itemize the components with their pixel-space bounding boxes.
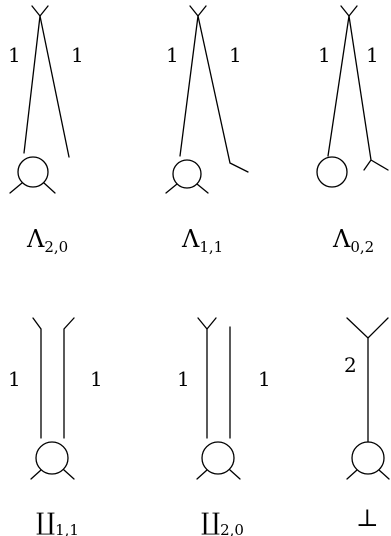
diagram-title: Λ2,0: [26, 225, 68, 256]
left-label: 1: [166, 43, 179, 67]
title-symbol: ∐: [36, 508, 55, 536]
right-label: 1: [258, 367, 271, 391]
right-strand: [197, 15, 249, 173]
diagram-title: ⊥: [356, 504, 379, 532]
right-label: 1: [229, 43, 242, 67]
right-label: 1: [71, 43, 84, 67]
circle-legs-icon: [196, 469, 241, 480]
circle-vertex-icon: [351, 441, 385, 475]
right-strand: [348, 15, 389, 171]
diagram-lambda-1-1: 1 1 Λ1,1: [165, 5, 249, 256]
circle-legs-icon: [30, 469, 75, 480]
title-symbol: ∐: [201, 508, 220, 536]
title-subscript: 2,0: [220, 521, 244, 536]
top-vertex-icon: [189, 5, 207, 18]
top-vertex-icon: [31, 5, 49, 18]
diagram-title: Λ1,1: [181, 225, 223, 256]
left-label: 1: [8, 367, 21, 391]
title-symbol: Λ: [26, 225, 45, 253]
diagram-title: ∐1,1: [36, 508, 79, 536]
diagram-coprod-2-0: 1 1 ∐2,0: [177, 317, 271, 536]
title-symbol: Λ: [181, 225, 200, 253]
right-strand: [39, 15, 70, 158]
right-label: 1: [90, 367, 103, 391]
diagram-coprod-1-1: 1 1 ∐1,1: [8, 317, 103, 536]
top-vertex-icon: [346, 317, 389, 339]
diagram-title: Λ0,2: [332, 225, 374, 256]
circle-vertex-icon: [35, 441, 69, 475]
left-label: 1: [177, 367, 190, 391]
right-label: 1: [366, 43, 379, 67]
left-label: 1: [8, 43, 21, 67]
diagram-bottom: 2 ⊥: [344, 317, 390, 532]
top-vertex-icon: [197, 317, 217, 331]
left-strand: [32, 317, 42, 439]
title-subscript: 0,2: [350, 238, 374, 256]
title-subscript: 2,0: [44, 238, 68, 256]
left-strand: [179, 15, 199, 157]
title-subscript: 1,1: [55, 521, 79, 536]
left-label: 2: [344, 353, 357, 377]
title-symbol: ⊥: [356, 504, 379, 532]
diagram-lambda-2-0: 1 1 Λ2,0: [8, 5, 84, 256]
circle-vertex-icon: [201, 441, 235, 475]
top-vertex-icon: [340, 5, 358, 18]
diagram-lambda-0-2: 1 1 Λ0,2: [316, 5, 389, 256]
circle-vertex-icon: [172, 159, 202, 189]
circle-vertex-icon: [17, 156, 49, 188]
circle-vertex-icon: [316, 156, 348, 188]
diagram-title: ∐2,0: [201, 508, 244, 536]
circle-legs-icon: [165, 183, 209, 194]
left-strand: [327, 15, 350, 157]
circle-legs-icon: [9, 182, 56, 194]
left-strand: [23, 15, 41, 154]
title-symbol: Λ: [332, 225, 351, 253]
title-subscript: 1,1: [199, 238, 223, 256]
left-label: 1: [318, 43, 331, 67]
right-strand: [63, 317, 75, 439]
circle-legs-icon: [346, 469, 390, 480]
